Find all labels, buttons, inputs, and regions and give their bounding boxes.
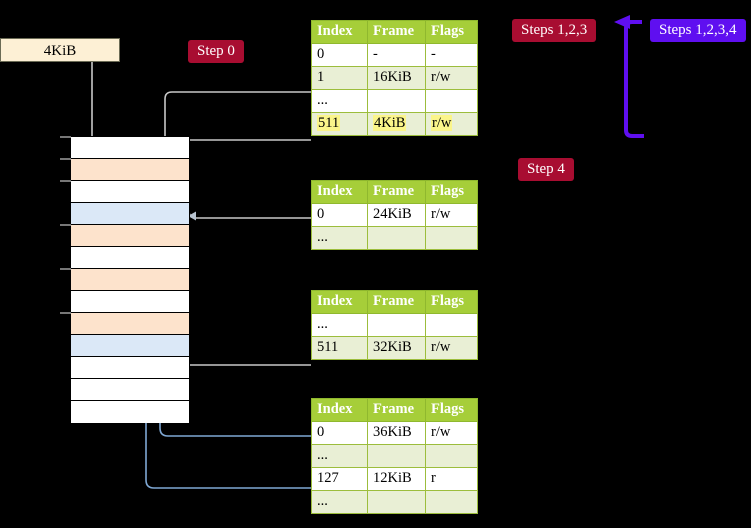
cell-frame: - xyxy=(367,43,426,67)
memory-tick xyxy=(60,136,71,138)
page-size-box: 4KiB xyxy=(0,38,120,62)
memory-frame-row xyxy=(71,181,189,203)
memory-frame-row xyxy=(71,291,189,313)
cell-index: 1 xyxy=(311,66,368,90)
memory-frame-row xyxy=(71,159,189,181)
memory-frame-row xyxy=(71,203,189,225)
column-header-flags: Flags xyxy=(425,20,478,44)
cell-frame xyxy=(367,444,426,468)
cell-flags: r/w xyxy=(425,336,478,360)
memory-frame-row xyxy=(71,225,189,247)
badge-step-4: Step 4 xyxy=(518,158,574,181)
cell-index: 0 xyxy=(311,203,368,227)
column-header-flags: Flags xyxy=(425,398,478,422)
highlighted-value: 511 xyxy=(317,115,341,131)
table-row: ... xyxy=(311,444,478,468)
cell-index: 0 xyxy=(311,43,368,67)
column-header-flags: Flags xyxy=(425,290,478,314)
column-header-index: Index xyxy=(311,20,368,44)
table-row: ... xyxy=(311,313,478,337)
cell-index: ... xyxy=(311,444,368,468)
cell-flags: - xyxy=(425,43,478,67)
cell-flags: r/w xyxy=(425,66,478,90)
memory-tick xyxy=(60,268,71,270)
column-header-frame: Frame xyxy=(367,20,426,44)
highlighted-value: r/w xyxy=(431,115,453,131)
memory-tick xyxy=(60,158,71,160)
cell-frame xyxy=(367,313,426,337)
memory-frame-row xyxy=(71,247,189,269)
memory-frame-row xyxy=(71,269,189,291)
column-header-frame: Frame xyxy=(367,180,426,204)
cell-index: 0 xyxy=(311,421,368,445)
cell-index: 127 xyxy=(311,467,368,491)
memory-frame-row xyxy=(71,335,189,357)
badge-steps-1-2-3-4: Steps 1,2,3,4 xyxy=(650,19,746,42)
cell-flags xyxy=(425,89,478,113)
cell-index: 511 xyxy=(311,336,368,360)
badge-steps-1-2-3: Steps 1,2,3 xyxy=(512,19,597,42)
cell-frame xyxy=(367,89,426,113)
table-row: ... xyxy=(311,490,478,514)
cell-flags xyxy=(425,226,478,250)
table-row: ... xyxy=(311,89,478,113)
cell-index: ... xyxy=(311,313,368,337)
column-header-flags: Flags xyxy=(425,180,478,204)
page-size-label: 4KiB xyxy=(43,43,77,59)
cell-frame xyxy=(367,226,426,250)
memory-frame-row xyxy=(71,137,189,159)
column-header-index: Index xyxy=(311,290,368,314)
cell-frame: 24KiB xyxy=(367,203,426,227)
column-header-frame: Frame xyxy=(367,398,426,422)
physical-memory-column xyxy=(70,136,190,423)
highlighted-value: 4KiB xyxy=(373,115,407,131)
cell-index: ... xyxy=(311,490,368,514)
memory-tick xyxy=(60,312,71,314)
cell-flags: r xyxy=(425,467,478,491)
cell-flags xyxy=(425,490,478,514)
memory-tick xyxy=(60,224,71,226)
table-row: 0-- xyxy=(311,43,478,67)
cell-frame: 4KiB xyxy=(367,112,426,136)
column-header-frame: Frame xyxy=(367,290,426,314)
cell-flags: r/w xyxy=(425,203,478,227)
memory-frame-row xyxy=(71,357,189,379)
memory-tick xyxy=(60,180,71,182)
cell-index: 511 xyxy=(311,112,368,136)
column-header-index: Index xyxy=(311,398,368,422)
cell-frame: 12KiB xyxy=(367,467,426,491)
cell-frame: 32KiB xyxy=(367,336,426,360)
column-header-index: Index xyxy=(311,180,368,204)
memory-frame-row xyxy=(71,401,189,423)
table-row: ... xyxy=(311,226,478,250)
table-row: 511 4KiB r/w xyxy=(311,112,478,136)
cell-frame: 36KiB xyxy=(367,421,426,445)
cell-flags xyxy=(425,313,478,337)
memory-frame-row xyxy=(71,313,189,335)
cell-frame xyxy=(367,490,426,514)
cell-index: ... xyxy=(311,89,368,113)
memory-frame-row xyxy=(71,379,189,401)
badge-step-0: Step 0 xyxy=(188,40,244,63)
cell-flags xyxy=(425,444,478,468)
cell-frame: 16KiB xyxy=(367,66,426,90)
cell-flags: r/w xyxy=(425,112,478,136)
cell-index: ... xyxy=(311,226,368,250)
cell-flags: r/w xyxy=(425,421,478,445)
